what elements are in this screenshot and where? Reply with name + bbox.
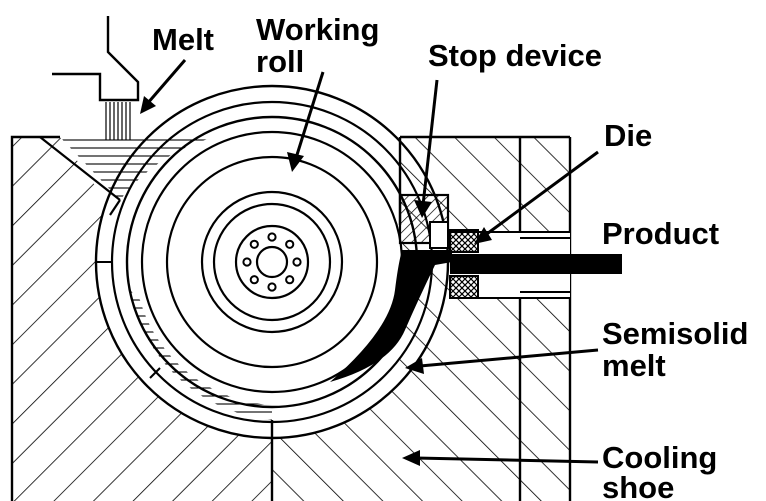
- melt-nozzle: [52, 16, 140, 140]
- label-semisolid-line1: Semisolid: [602, 316, 748, 351]
- bolt-hole: [249, 275, 259, 285]
- label-cooling-line1: Cooling: [602, 440, 717, 475]
- labels: Melt Working roll Stop device Die Produc…: [152, 12, 748, 501]
- label-semisolid-line2: melt: [602, 348, 666, 383]
- label-working-roll-line1: Working: [256, 12, 379, 47]
- bolt-hole: [285, 239, 295, 249]
- roll-bolt-holes: [242, 232, 302, 292]
- label-die: Die: [604, 118, 652, 153]
- melt-pool: [39, 136, 215, 216]
- cooling-shoe-body: [10, 135, 400, 501]
- melt-stream: [105, 102, 131, 140]
- bolt-hole: [285, 275, 295, 285]
- bolt-hole: [267, 232, 277, 242]
- semisolid-melt: [330, 250, 452, 382]
- label-cooling-line2: shoe: [602, 470, 674, 501]
- label-melt: Melt: [152, 22, 214, 57]
- working-roll: [125, 115, 419, 409]
- label-product: Product: [602, 216, 719, 251]
- label-stop-device: Stop device: [428, 38, 602, 73]
- product-strip: [450, 254, 622, 274]
- leader-arrows: [140, 59, 599, 466]
- label-working-roll-line2: roll: [256, 44, 304, 79]
- bolt-hole: [292, 257, 302, 267]
- bolt-hole: [249, 239, 259, 249]
- bolt-hole: [242, 257, 252, 267]
- bolt-hole: [267, 282, 277, 292]
